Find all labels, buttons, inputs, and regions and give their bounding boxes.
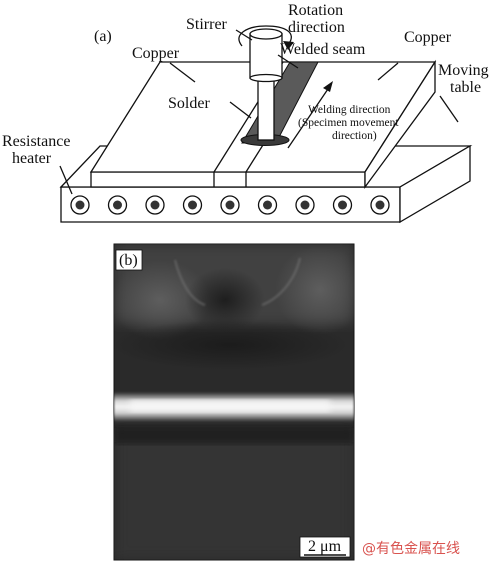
resistance-heater-row (70, 195, 390, 215)
rotation-label-line1: Rotation (288, 2, 343, 19)
welding-direction-line2: (Specimen movement (298, 117, 399, 129)
leader-lines (59, 29, 459, 195)
heater-element-core (188, 200, 197, 210)
watermark: @有色金属在线 (362, 540, 460, 557)
panel-b-tag: (b) (119, 252, 138, 269)
copper-right-label: Copper (404, 29, 452, 46)
resistance-heater-label-line2: heater (12, 150, 52, 167)
welding-direction-arrow (287, 81, 333, 149)
heater-element-core (263, 200, 272, 210)
panel-b-micrograph: (b) 2 μm (113, 243, 355, 561)
rotation-label-line2: direction (288, 19, 345, 36)
heater-element-core (338, 200, 347, 210)
solder-label: Solder (168, 95, 210, 112)
heater-element-core (300, 200, 310, 210)
welding-direction-line1: Welding direction (308, 104, 391, 116)
resistance-heater-label-line1: Resistance (2, 133, 70, 150)
stirrer-label: Stirrer (186, 16, 228, 33)
rotation-arrow (238, 25, 294, 50)
copper-left-label: Copper (132, 45, 180, 62)
stirrer-tool (240, 28, 290, 146)
moving-table-label-line2: table (450, 79, 481, 96)
moving-table-label-line1: Moving (438, 62, 489, 79)
heater-element-core (150, 200, 160, 210)
panel-a-tag: (a) (94, 28, 112, 45)
heater-element-core (225, 200, 235, 210)
heater-element-core (375, 200, 385, 210)
welding-direction-line3: direction) (332, 130, 377, 142)
heater-element-core (113, 200, 122, 210)
panel-a: (a) Stirrer Rotation direction Copper We… (2, 2, 489, 224)
heater-element-core (75, 200, 85, 210)
welded-seam-label: Welded seam (280, 41, 366, 58)
scale-bar: 2 μm (299, 536, 351, 558)
scale-bar-label: 2 μm (308, 538, 342, 555)
